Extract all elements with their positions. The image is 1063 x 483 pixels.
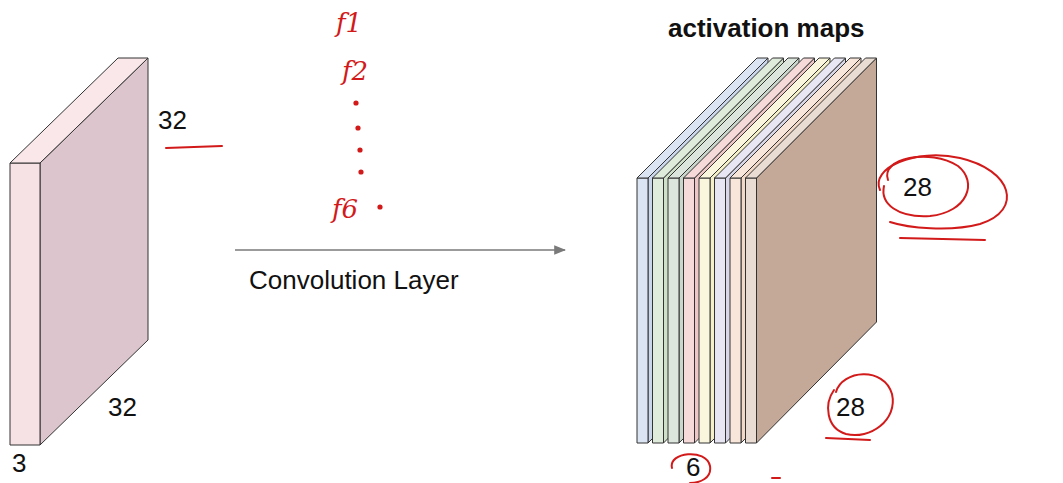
activation-maps-node: activation maps 28 28 6 [630, 5, 1050, 483]
handwritten-note: f6 [332, 194, 358, 224]
dimension-label: 6 [686, 452, 700, 482]
dimension-label: 3 [12, 448, 26, 478]
input-volume [10, 58, 148, 445]
dimension-label: 32 [108, 392, 137, 422]
dimension-label: 28 [836, 392, 865, 422]
edge-label: Convolution Layer [247, 265, 461, 295]
handwritten-note: f1 [336, 8, 362, 38]
handwritten-note: f2 [342, 56, 368, 86]
activation-volume [637, 58, 877, 443]
arrow-connector [235, 249, 565, 251]
red-annotations [166, 101, 1007, 483]
input-volume-node: 32 32 3 [0, 50, 230, 480]
heading: activation maps [668, 13, 865, 43]
dimension-label: 28 [903, 172, 932, 202]
dimension-label: 32 [158, 105, 187, 135]
